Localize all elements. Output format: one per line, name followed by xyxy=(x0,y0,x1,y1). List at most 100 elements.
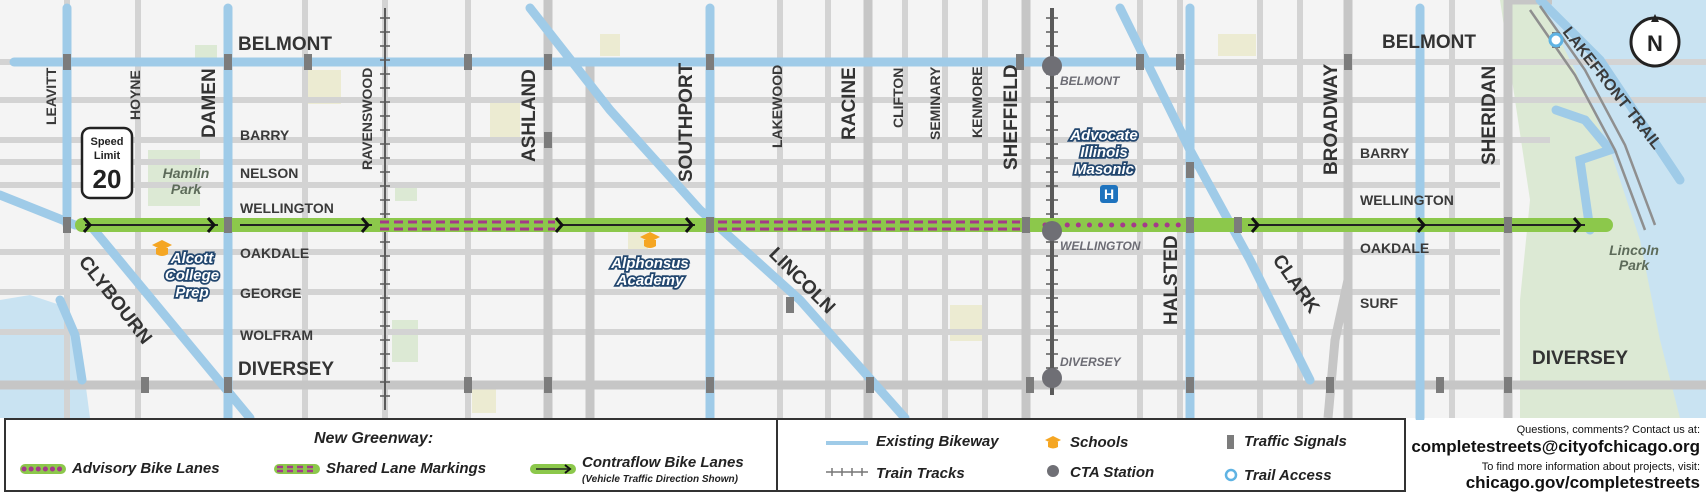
street-label-racine: RACINE xyxy=(839,67,860,140)
street-label-belmont: BELMONT xyxy=(238,34,332,55)
legend-schools: Schools xyxy=(1070,434,1129,451)
traffic-signal-icon xyxy=(224,377,232,393)
station-label-belmont: BELMONT xyxy=(1060,74,1121,88)
street-label-diversey: DIVERSEY xyxy=(238,359,334,380)
traffic-signal-icon xyxy=(141,377,149,393)
street-label-barry: BARRY xyxy=(240,127,290,143)
hospital-symbol: H xyxy=(1104,186,1114,202)
advisory-lane-swatch xyxy=(20,464,66,474)
traffic-signal-icon xyxy=(544,54,552,70)
traffic-signal-icon xyxy=(1326,377,1334,393)
contraflow-chevron xyxy=(206,217,216,233)
new-greenway xyxy=(75,217,1613,233)
legend-contraflow: Contraflow Bike Lanes xyxy=(582,454,744,471)
street-label-lakewood: LAKEWOOD xyxy=(769,65,785,148)
street-label-southport: SOUTHPORT xyxy=(676,62,697,182)
park-patch xyxy=(392,320,418,362)
traffic-signal-icon xyxy=(1504,377,1512,393)
contraflow-chevron xyxy=(360,217,370,233)
existing-bikeway-swatch xyxy=(826,441,868,445)
traffic-signal-icon xyxy=(63,54,71,70)
traffic-signal-icon xyxy=(1186,217,1194,233)
school-label-alphonsus: Academy xyxy=(616,272,684,289)
traffic-signal-icon xyxy=(866,377,874,393)
contact-question: Questions, comments? Contact us at: xyxy=(1516,424,1700,436)
traffic-signal-icon xyxy=(1186,162,1194,178)
traffic-signal-icon xyxy=(1436,377,1444,393)
cta-stations xyxy=(1042,56,1062,388)
traffic-signal-icon xyxy=(464,377,472,393)
contact-url[interactable]: chicago.gov/completestreets xyxy=(1465,473,1700,492)
street-label-damen: DAMEN xyxy=(199,68,220,138)
school-icon xyxy=(1045,436,1061,449)
traffic-signal-icon xyxy=(1026,377,1034,393)
traffic-signal-icon xyxy=(224,217,232,233)
school-patch xyxy=(490,100,520,142)
legend: New Greenway: Advisory Bike Lanes Shared… xyxy=(4,418,1406,492)
park-patch xyxy=(395,185,417,201)
street-label-george: GEORGE xyxy=(240,285,301,301)
traffic-signal-icon xyxy=(1234,217,1242,233)
arterial-streets xyxy=(0,0,1706,419)
traffic-signal-icon xyxy=(1176,54,1184,70)
contraflow-chevron xyxy=(684,217,694,233)
legend-existing: Existing Bikeway xyxy=(876,433,999,450)
street-label-kenmore: KENMORE xyxy=(969,66,985,138)
street-label-barry: BARRY xyxy=(1360,145,1410,161)
traffic-signal-icon xyxy=(1227,435,1234,449)
park-label-lincoln: Lincoln xyxy=(1609,242,1659,258)
street-label-oakdale: OAKDALE xyxy=(1360,240,1429,256)
speed-limit-sign: Speed Limit 20 xyxy=(80,126,134,200)
station-label-wellington: WELLINGTON xyxy=(1060,239,1141,253)
street-label-clifton: CLIFTON xyxy=(890,68,906,128)
contact-email[interactable]: completestreets@cityofchicago.org xyxy=(1411,437,1700,456)
legend-contraflow-note: (Vehicle Traffic Direction Shown) xyxy=(582,474,738,485)
speed-limit-text: Speed xyxy=(90,136,123,148)
traffic-signal-icon xyxy=(706,377,714,393)
park-label-hamlin: Hamlin xyxy=(163,165,210,181)
hospital-label-advocate: Illinois xyxy=(1080,144,1128,161)
park-label-lincoln: Park xyxy=(1619,257,1651,273)
street-label-wolfram: WOLFRAM xyxy=(240,327,313,343)
street-label-wellington: WELLINGTON xyxy=(1360,192,1454,208)
street-label-sheffield: SHEFFIELD xyxy=(1001,64,1022,170)
traffic-signal-icon xyxy=(304,54,312,70)
street-label-seminary: SEMINARY xyxy=(927,66,943,140)
park-label-hamlin: Park xyxy=(171,181,203,197)
map-canvas: H Speed Limit 20 N BELMONT DIVERSEY BELM… xyxy=(0,0,1706,420)
cta-station-belmont xyxy=(1042,56,1062,76)
street-label-hoyne: HOYNE xyxy=(127,70,143,120)
cta-station-icon xyxy=(1047,465,1059,477)
street-label-wellington: WELLINGTON xyxy=(240,200,334,216)
speed-limit-value: 20 xyxy=(93,164,122,194)
park-patch xyxy=(195,45,217,61)
north-letter: N xyxy=(1647,31,1663,56)
school-icon xyxy=(640,232,660,248)
contraflow-swatch xyxy=(530,464,576,474)
traffic-signal-icon xyxy=(544,377,552,393)
school-label-alcott: College xyxy=(165,267,219,284)
street-label-oakdale: OAKDALE xyxy=(240,245,309,261)
contraflow-chevron xyxy=(82,217,92,233)
train-tracks-swatch xyxy=(826,468,868,476)
traffic-signals xyxy=(63,32,1560,393)
street-label-ravenswood: RAVENSWOOD xyxy=(359,68,375,170)
school-patch xyxy=(1218,34,1256,56)
traffic-signal-icon xyxy=(544,132,552,148)
traffic-signal-icon xyxy=(1186,377,1194,393)
street-label-nelson: NELSON xyxy=(240,165,298,181)
legend-trail-access: Trail Access xyxy=(1244,467,1332,484)
school-patch xyxy=(600,34,620,56)
traffic-signal-icon xyxy=(706,54,714,70)
school-label-alphonsus: Alphonsus xyxy=(610,255,689,272)
street-label-surf: SURF xyxy=(1360,295,1399,311)
trail-access-icon xyxy=(1548,32,1564,48)
traffic-signal-icon xyxy=(1016,54,1024,70)
legend-signals: Traffic Signals xyxy=(1244,433,1347,450)
existing-bikeways xyxy=(0,0,1685,420)
traffic-signal-icon xyxy=(224,54,232,70)
speed-limit-text: Limit xyxy=(94,150,121,162)
street-label-belmont: BELMONT xyxy=(1382,32,1476,53)
legend-train: Train Tracks xyxy=(876,465,965,482)
street-label-sheridan: SHERIDAN xyxy=(1479,66,1500,165)
